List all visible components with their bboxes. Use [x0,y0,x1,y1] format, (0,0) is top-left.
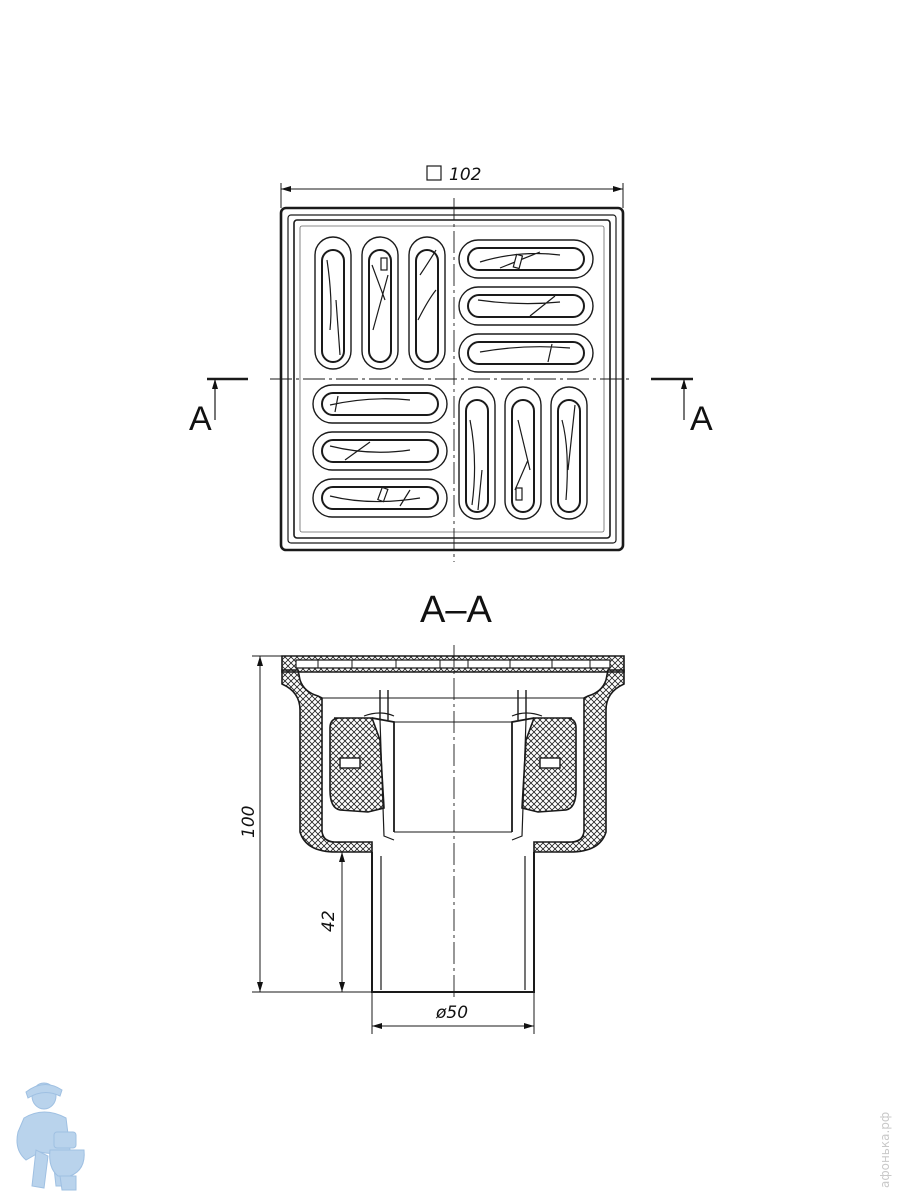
plumber-mascot-icon [16,1082,85,1191]
height-label: 100 [239,806,259,838]
grate-slot [361,236,399,370]
plan-view: 102 [189,165,713,562]
slot-group-bottom-right [458,386,588,520]
grate-slot [312,431,448,471]
site-watermark: афонька.рф [878,1112,892,1188]
grate-slot [312,478,448,518]
section-view: 100 42 ø50 [239,645,625,1034]
section-grate [281,655,625,673]
plan-center-lines [270,198,632,562]
grate-slot [458,286,594,326]
width-label: 102 [449,165,481,185]
grate-slot [458,386,496,520]
slot-group-top-right [458,239,594,373]
grate-slot [408,236,446,370]
outlet-length-dimension: 42 [319,851,372,992]
outlet-length-label: 42 [319,910,339,932]
grate-slot [550,386,588,520]
outlet-diameter-label: ø50 [435,1003,468,1023]
grate-slot [504,386,542,520]
grate-slot [312,384,448,424]
height-dimension: 100 [239,655,372,993]
width-dimension: 102 [280,165,624,208]
section-outlet [371,852,535,993]
section-trap [321,690,585,843]
grate-slot [458,333,594,373]
grate-slot [314,236,352,370]
section-marker-right: A [651,377,713,438]
section-body [281,669,625,853]
grate-slot [458,239,594,279]
slot-group-bottom-left [312,384,448,518]
outlet-diameter-dimension: ø50 [371,992,535,1034]
square-symbol-icon [426,165,442,181]
cut-label-left: A [189,400,212,438]
slot-group-top-left [314,236,446,370]
section-marker-left: A [189,377,248,438]
section-title: A–A [420,589,492,631]
cut-label-right: A [690,400,713,438]
